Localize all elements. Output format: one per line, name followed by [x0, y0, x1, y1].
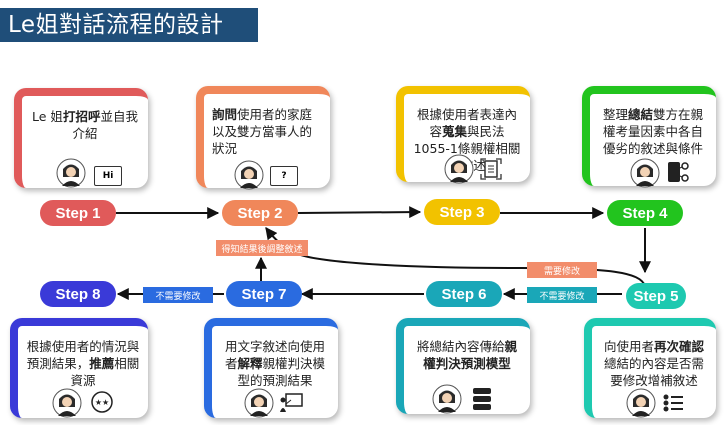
summary-network-icon	[668, 162, 689, 182]
step-8-pill: Step 8	[40, 281, 116, 307]
server-model-icon	[473, 388, 491, 410]
lawyer-avatar-icon	[52, 388, 82, 418]
card-step2: 詢問使用者的家庭以及雙方當事人的狀況 ?	[196, 86, 330, 190]
tag-adjust-after-result: 得知結果後調整敘述	[216, 240, 308, 256]
step-2-pill: Step 2	[222, 200, 298, 226]
recommend-stars-icon: ★★	[91, 391, 113, 413]
tag-need-edit: 需要修改	[527, 262, 597, 278]
document-scan-icon	[480, 158, 502, 180]
step-3-pill: Step 3	[424, 199, 500, 225]
card-step6: 將總結內容傳給親權判決預測模型	[396, 318, 530, 414]
lawyer-avatar-icon	[630, 158, 660, 188]
speech-bubble-question: ?	[270, 166, 298, 186]
card-step1: Le 姐打招呼並自我介紹 Hi	[14, 88, 148, 188]
presentation-board-icon	[280, 393, 303, 412]
lawyer-avatar-icon	[626, 388, 656, 418]
page-title: Le姐對話流程的設計	[0, 8, 258, 42]
checklist-icon	[663, 394, 683, 412]
tag-no-edit-step7-step8: 不需要修改	[143, 287, 213, 303]
lawyer-avatar-icon	[432, 384, 462, 414]
card-step8: 根據使用者的情況與預測結果，推薦相關資源 ★★	[10, 318, 148, 418]
card-step4: 整理總結雙方在親權考量因素中各自優劣的敘述與條件	[582, 86, 716, 188]
card-step5: 向使用者再次確認總結的內容是否需要修改增補敘述	[584, 318, 716, 418]
card-step3: 根據使用者表達內容蒐集與民法1055-1條親權相關的敘述	[396, 86, 530, 184]
speech-bubble-hi: Hi	[94, 166, 122, 186]
step-1-pill: Step 1	[40, 200, 116, 226]
lawyer-avatar-icon	[444, 154, 474, 184]
card-step7: 用文字敘述向使用者解釋親權判決模型的預測結果	[204, 318, 338, 418]
step-4-pill: Step 4	[607, 200, 683, 226]
lawyer-avatar-icon	[244, 388, 274, 418]
step-6-pill: Step 6	[426, 281, 502, 307]
arrow-step2-step3	[297, 206, 422, 219]
tag-no-edit-step5-step6: 不需要修改	[527, 287, 597, 303]
lawyer-avatar-icon	[234, 160, 264, 190]
lawyer-avatar-icon	[56, 158, 86, 188]
svg-text:★★: ★★	[95, 398, 109, 407]
step-5-pill: Step 5	[626, 283, 686, 309]
step-7-pill: Step 7	[226, 281, 302, 307]
